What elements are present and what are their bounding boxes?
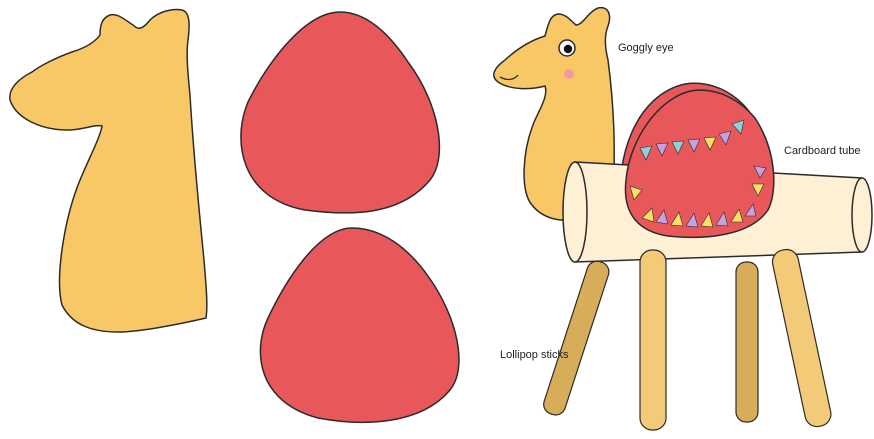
lollipop-stick-front-right <box>770 247 833 428</box>
label-goggly-eye: Goggly eye <box>618 42 674 54</box>
camel-head-template <box>10 9 207 332</box>
goggly-eye-pupil <box>564 45 572 53</box>
lollipop-stick-front-left <box>640 250 666 430</box>
saddle-template-bottom <box>260 228 459 422</box>
cheek <box>564 69 574 79</box>
lollipop-stick-back-left <box>541 259 611 418</box>
saddle-template-top <box>241 12 440 213</box>
label-cardboard-tube: Cardboard tube <box>784 145 860 157</box>
cardboard-tube-left-end <box>563 162 587 262</box>
lollipop-stick-back-right <box>736 262 758 422</box>
label-lollipop-sticks: Lollipop sticks <box>500 349 568 361</box>
cardboard-tube-right-end <box>852 178 872 252</box>
